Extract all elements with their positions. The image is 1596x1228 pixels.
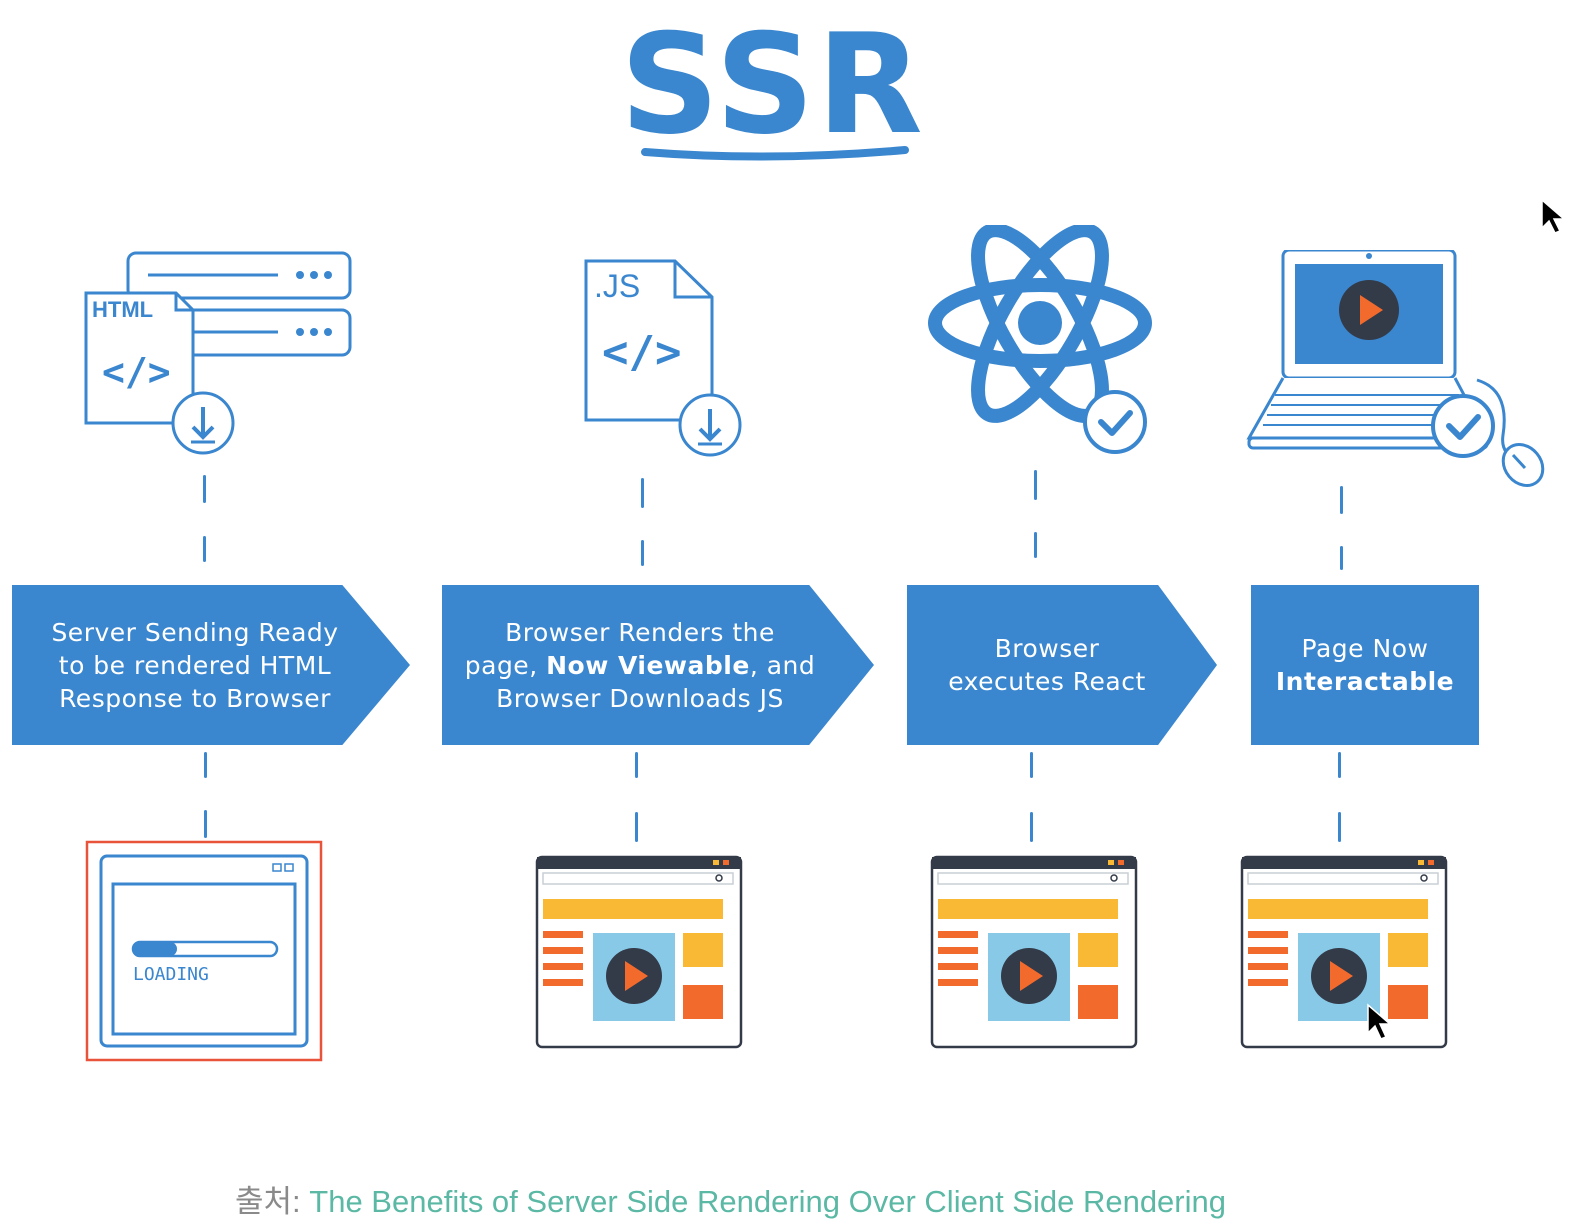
js-file-label: .JS bbox=[594, 268, 640, 304]
connector-dash bbox=[204, 752, 207, 778]
page-title: SSR bbox=[620, 4, 925, 165]
step-2-line3: Browser Downloads JS bbox=[496, 683, 784, 713]
connector-dash bbox=[1340, 546, 1343, 570]
connector-dash bbox=[1338, 752, 1341, 778]
js-code-glyph: </> bbox=[602, 327, 681, 378]
step-2-line2c: , and bbox=[749, 650, 816, 680]
html-code-glyph: </> bbox=[102, 350, 171, 394]
step-4-page-interactable: Page Now Interactable bbox=[1251, 585, 1479, 745]
source-link[interactable]: The Benefits of Server Side Rendering Ov… bbox=[309, 1184, 1226, 1219]
browser-viewable-icon bbox=[535, 855, 743, 1049]
connector-dash bbox=[203, 536, 206, 562]
browser-interactable-icon bbox=[1240, 855, 1448, 1049]
step-4-line1: Page Now bbox=[1301, 634, 1429, 663]
step-3-line1: Browser bbox=[994, 634, 1100, 663]
connector-dash bbox=[1034, 470, 1037, 500]
connector-dash bbox=[203, 475, 206, 503]
step-2-line2-bold: Now Viewable bbox=[546, 650, 750, 680]
connector-dash bbox=[1030, 812, 1033, 842]
loading-label: LOADING bbox=[133, 964, 209, 985]
js-file-icon: .JS </> bbox=[584, 259, 742, 457]
step-1-server-sending: Server Sending Ready to be rendered HTML… bbox=[12, 585, 410, 745]
connector-dash bbox=[1030, 752, 1033, 778]
mouse-pointer-icon bbox=[1367, 1003, 1393, 1040]
source-prefix: 출처: bbox=[235, 1184, 301, 1219]
connector-dash bbox=[1338, 812, 1341, 842]
connector-dash bbox=[635, 812, 638, 842]
html-file-label: HTML bbox=[92, 297, 153, 322]
step-2-line2a: page, bbox=[464, 650, 547, 680]
loading-browser-icon: LOADING bbox=[85, 840, 323, 1062]
browser-react-icon bbox=[930, 855, 1138, 1049]
step-2-browser-renders: Browser Renders the page, Now Viewable, … bbox=[442, 585, 874, 745]
html-server-icon: HTML </> bbox=[84, 251, 352, 455]
react-atom-icon bbox=[928, 225, 1152, 454]
source-citation: 출처: The Benefits of Server Side Renderin… bbox=[235, 1176, 1226, 1221]
screen-cursor-icon bbox=[1541, 198, 1566, 234]
connector-dash bbox=[204, 810, 207, 838]
connector-dash bbox=[641, 478, 644, 508]
step-1-line3: Response to Browser bbox=[59, 683, 331, 713]
step-3-line2: executes React bbox=[948, 667, 1146, 696]
laptop-icon bbox=[1246, 250, 1545, 487]
connector-dash bbox=[1340, 486, 1343, 514]
step-3-executes-react: Browser executes React bbox=[907, 585, 1217, 745]
loading-progress-fill bbox=[133, 942, 177, 956]
step-1-line2: to be rendered HTML bbox=[58, 650, 332, 680]
step-2-line1: Browser Renders the bbox=[505, 617, 775, 647]
connector-dash bbox=[1034, 532, 1037, 558]
step-4-line2: Interactable bbox=[1275, 667, 1455, 696]
step-1-line1: Server Sending Ready bbox=[51, 617, 339, 647]
connector-dash bbox=[635, 752, 638, 778]
title-underline bbox=[641, 146, 909, 161]
connector-dash bbox=[641, 540, 644, 566]
